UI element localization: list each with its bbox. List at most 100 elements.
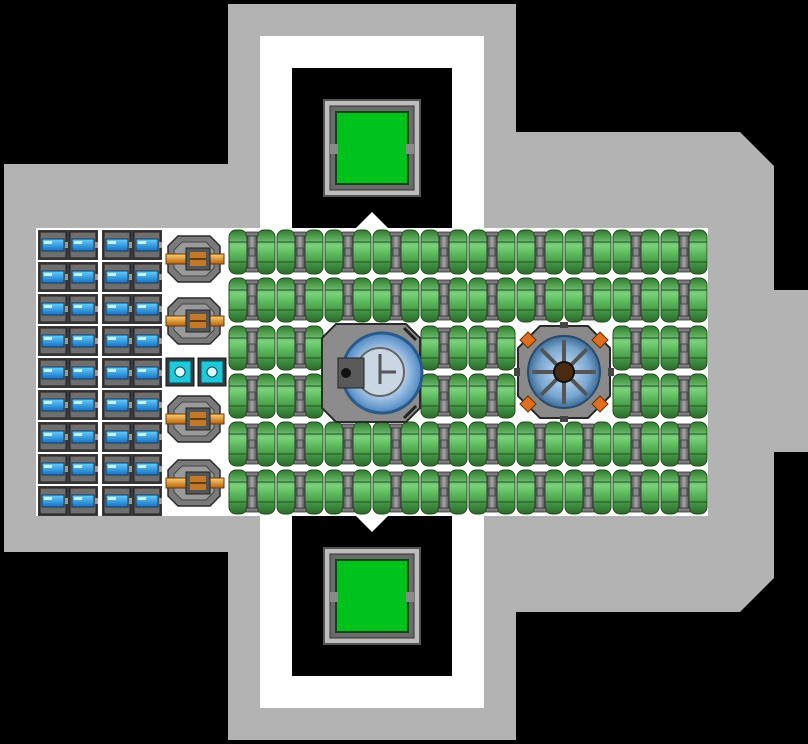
fuel-tank-icon[interactable] [467, 371, 517, 421]
fuel-tank-icon[interactable] [467, 419, 517, 469]
fuel-tank-icon[interactable] [275, 275, 325, 325]
fuel-tank-icon[interactable] [467, 227, 517, 277]
fuel-tank-icon[interactable] [563, 419, 613, 469]
fuel-tank-icon[interactable] [227, 275, 277, 325]
battery-cell-icon[interactable] [37, 357, 69, 389]
battery-connector [67, 261, 99, 293]
fuel-tank-icon[interactable] [611, 371, 661, 421]
battery-connector [131, 325, 163, 357]
battery-connector [67, 389, 99, 421]
fuel-tank-icon[interactable] [419, 371, 469, 421]
fuel-tank-icon[interactable] [275, 371, 325, 421]
battery-cell-icon[interactable] [101, 357, 133, 389]
fuel-tank-icon[interactable] [371, 227, 421, 277]
fuel-tank-icon[interactable] [227, 419, 277, 469]
fuel-tank-icon[interactable] [227, 227, 277, 277]
battery-cell-icon[interactable] [101, 261, 133, 293]
fuel-tank-icon[interactable] [659, 323, 709, 373]
battery-cell-icon[interactable] [101, 325, 133, 357]
battery-connector [67, 325, 99, 357]
battery-cell-icon[interactable] [101, 485, 133, 517]
fuel-tank-icon[interactable] [515, 227, 565, 277]
battery-cell-icon[interactable] [101, 229, 133, 261]
battery-cell-icon[interactable] [37, 485, 69, 517]
battery-connector [67, 357, 99, 389]
battery-connector [131, 485, 163, 517]
docking-door-bottom[interactable] [323, 547, 421, 645]
battery-connector [131, 229, 163, 261]
battery-connector [67, 293, 99, 325]
fuel-tank-icon[interactable] [323, 419, 373, 469]
reactor-core[interactable] [514, 322, 614, 422]
battery-cell-icon[interactable] [101, 421, 133, 453]
power-node-2[interactable] [197, 357, 227, 387]
fuel-tank-icon[interactable] [467, 275, 517, 325]
battery-connector [67, 421, 99, 453]
battery-cell-icon[interactable] [37, 389, 69, 421]
battery-cell-icon[interactable] [37, 229, 69, 261]
fuel-tank-icon[interactable] [371, 467, 421, 517]
fuel-tank-icon[interactable] [419, 227, 469, 277]
fuel-tank-icon[interactable] [563, 227, 613, 277]
fuel-tank-icon[interactable] [611, 419, 661, 469]
battery-connector [67, 229, 99, 261]
battery-connector [131, 357, 163, 389]
thruster-4[interactable] [165, 459, 225, 507]
fuel-tank-icon[interactable] [275, 467, 325, 517]
battery-cell-icon[interactable] [101, 293, 133, 325]
fuel-tank-icon[interactable] [515, 467, 565, 517]
thruster-3[interactable] [165, 395, 225, 443]
thruster-1[interactable] [165, 235, 225, 283]
cockpit-vent-marks [402, 326, 418, 420]
fuel-tank-icon[interactable] [275, 323, 325, 373]
fuel-tank-grid [227, 227, 709, 517]
fuel-tank-icon[interactable] [659, 227, 709, 277]
fuel-tank-icon[interactable] [227, 371, 277, 421]
cockpit-module[interactable] [321, 323, 424, 423]
fuel-tank-icon[interactable] [467, 323, 517, 373]
fuel-tank-icon[interactable] [323, 275, 373, 325]
fuel-tank-icon[interactable] [323, 467, 373, 517]
battery-cell-icon[interactable] [37, 453, 69, 485]
fuel-tank-icon[interactable] [371, 275, 421, 325]
battery-connector [131, 261, 163, 293]
fuel-tank-icon[interactable] [659, 419, 709, 469]
battery-connector [67, 453, 99, 485]
battery-connector [131, 389, 163, 421]
fuel-tank-icon[interactable] [419, 467, 469, 517]
fuel-tank-icon[interactable] [419, 323, 469, 373]
battery-connector [131, 453, 163, 485]
fuel-tank-icon[interactable] [467, 467, 517, 517]
fuel-tank-icon[interactable] [227, 467, 277, 517]
fuel-tank-icon[interactable] [419, 275, 469, 325]
fuel-tank-icon[interactable] [611, 323, 661, 373]
fuel-tank-icon[interactable] [227, 323, 277, 373]
fuel-tank-icon[interactable] [611, 467, 661, 517]
thruster-2[interactable] [165, 297, 225, 345]
fuel-tank-icon[interactable] [611, 227, 661, 277]
power-node-1[interactable] [165, 357, 195, 387]
fuel-tank-icon[interactable] [275, 419, 325, 469]
fuel-tank-icon[interactable] [371, 419, 421, 469]
fuel-tank-icon[interactable] [659, 371, 709, 421]
fuel-tank-icon[interactable] [419, 419, 469, 469]
battery-cell-icon[interactable] [37, 293, 69, 325]
battery-cell-icon[interactable] [101, 389, 133, 421]
battery-connector [131, 421, 163, 453]
fuel-tank-icon[interactable] [659, 467, 709, 517]
fuel-tank-icon[interactable] [515, 275, 565, 325]
fuel-tank-icon[interactable] [515, 419, 565, 469]
battery-connector [131, 293, 163, 325]
battery-cell-icon[interactable] [37, 261, 69, 293]
battery-cell-icon[interactable] [37, 325, 69, 357]
fuel-tank-icon[interactable] [611, 275, 661, 325]
docking-door-top[interactable] [323, 99, 421, 197]
fuel-tank-icon[interactable] [563, 275, 613, 325]
fuel-tank-icon[interactable] [659, 275, 709, 325]
fuel-tank-icon[interactable] [563, 467, 613, 517]
battery-cell-icon[interactable] [101, 453, 133, 485]
fuel-tank-icon[interactable] [323, 227, 373, 277]
fuel-tank-icon[interactable] [275, 227, 325, 277]
battery-cell-icon[interactable] [37, 421, 69, 453]
